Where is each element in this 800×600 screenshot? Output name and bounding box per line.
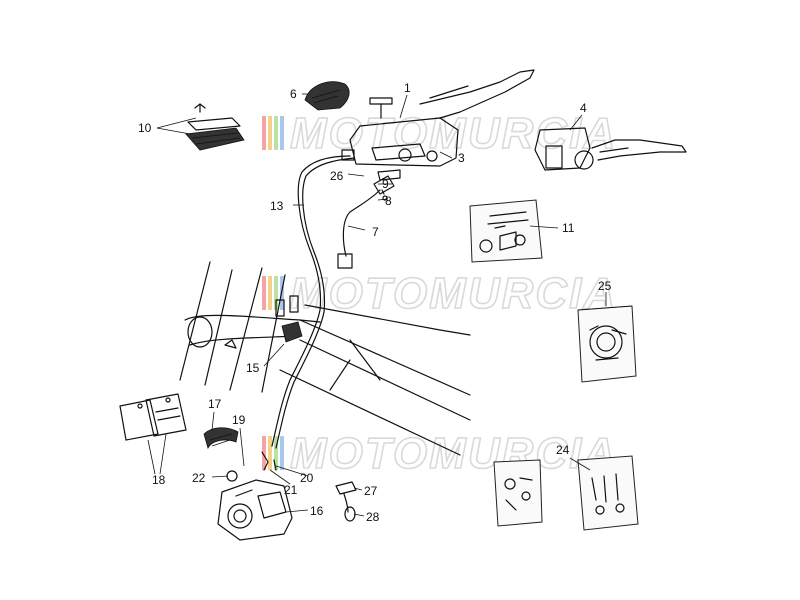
watermark-stripe [268,436,272,470]
callout-numbers: 1 3 4 6 7 8 9 10 11 13 15 16 17 18 19 20… [138,81,612,524]
watermark-stripe [262,276,266,310]
callout-9: 9 [382,177,389,191]
callout-16: 16 [310,504,324,518]
watermark-middle: MOTOMURCIA [262,268,617,319]
callout-19: 19 [232,413,246,427]
watermark-text: MOTOMURCIA [290,429,617,478]
callout-25: 25 [598,279,612,293]
watermark-stripe [274,116,278,150]
watermark-stripe [268,116,272,150]
watermark-text: MOTOMURCIA [290,109,617,158]
callout-1: 1 [404,81,411,95]
callout-27: 27 [364,484,378,498]
callout-7: 7 [372,225,379,239]
watermark-bottom: MOTOMURCIA [262,428,617,479]
callout-8: 8 [385,194,392,208]
callout-17: 17 [208,397,222,411]
part-4-left-master-cylinder [534,127,687,171]
part-27-28-bleed-valve [335,481,357,522]
part-25-caliper-kit-bag [577,305,637,383]
watermark-stripe [274,276,278,310]
watermark-stripe [280,116,284,150]
callout-22: 22 [192,471,206,485]
callout-4: 4 [580,101,587,115]
callout-6: 6 [290,87,297,101]
callout-21: 21 [284,483,298,497]
part-23-small-parts-bag [493,459,543,527]
part-24-small-parts-bag [577,455,639,531]
watermark-top: MOTOMURCIA [262,108,617,159]
part-18-brake-pads [119,393,187,441]
part-10-reservoir-cap [185,103,245,151]
callout-24: 24 [556,443,570,457]
part-16-brake-caliper [217,451,293,541]
watermark-stripe [262,116,266,150]
right-master-cylinder [349,69,535,201]
callout-20: 20 [300,471,314,485]
leader-lines [147,93,607,517]
part-6-lever-cover [304,81,350,111]
part-17-pad-spring [203,427,239,450]
callout-18: 18 [152,473,166,487]
watermark-stripe [280,436,284,470]
part-15-hose-clip [275,295,303,343]
part-13-brake-hose [271,149,355,449]
callout-11: 11 [562,221,575,235]
callout-13: 13 [270,199,284,213]
frame-tubes [179,261,471,456]
part-11-repair-kit-bag [469,199,543,263]
watermark-stripe [262,436,266,470]
part-7-brake-switch-wire [337,175,395,269]
watermark-text: MOTOMURCIA [290,269,617,318]
watermark-stripe [274,436,278,470]
callout-15: 15 [246,361,260,375]
callout-3: 3 [458,151,465,165]
callout-28: 28 [366,510,380,524]
callout-26: 26 [330,169,344,183]
watermark-stripe [268,276,272,310]
callout-10: 10 [138,121,152,135]
